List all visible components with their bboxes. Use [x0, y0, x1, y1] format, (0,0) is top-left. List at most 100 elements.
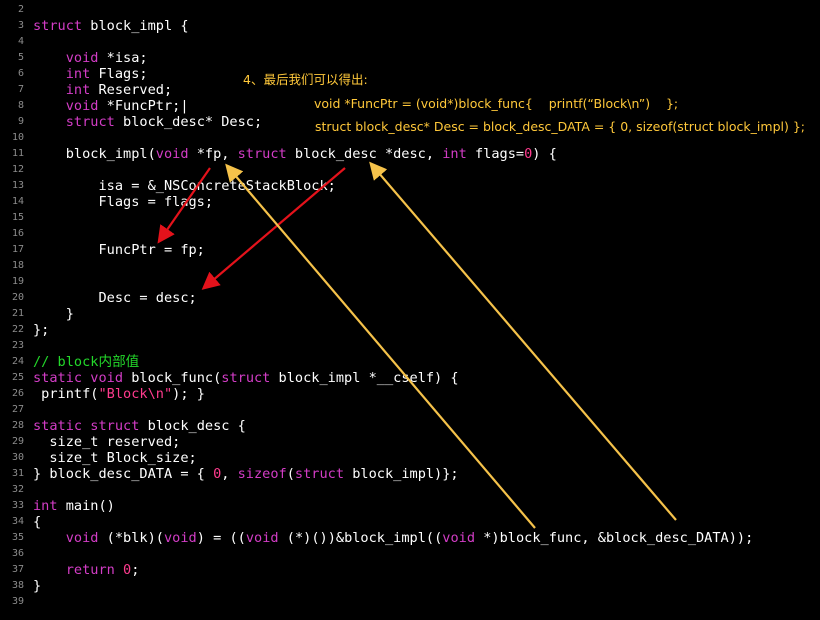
line-number: 7 — [17, 84, 24, 95]
code-token: int — [65, 82, 91, 98]
annotation-line-funcptr: void *FuncPtr = (void*)block_func{ print… — [314, 96, 679, 111]
line-number: 6 — [17, 68, 24, 79]
code-line[interactable]: 16 — [0, 226, 820, 242]
code-line[interactable]: 20 Desc = desc; — [0, 290, 820, 306]
code-token: void — [65, 50, 99, 66]
code-line[interactable]: 29 size_t reserved; — [0, 434, 820, 450]
code-line[interactable]: 34{ — [0, 514, 820, 530]
code-token: ); } — [172, 386, 205, 402]
code-line[interactable]: 9 struct block_desc* Desc; — [0, 114, 820, 130]
code-text: static void block_func(struct block_impl… — [33, 370, 459, 386]
code-line[interactable]: 6 int Flags; — [0, 66, 820, 82]
code-line[interactable]: 35 void (*blk)(void) = ((void (*)())&blo… — [0, 530, 820, 546]
code-line[interactable]: 31} block_desc_DATA = { 0, sizeof(struct… — [0, 466, 820, 482]
code-line[interactable]: 39 — [0, 594, 820, 610]
code-token: Flags = flags; — [33, 194, 214, 210]
code-text: } — [33, 306, 74, 322]
line-number: 21 — [11, 308, 24, 319]
code-token: void — [163, 530, 197, 546]
line-number-gutter — [0, 0, 25, 620]
code-token: struct — [237, 146, 287, 162]
code-text: void (*blk)(void) = ((void (*)())&block_… — [33, 530, 754, 546]
code-token: (*blk)( — [98, 530, 164, 546]
code-token: block_desc *desc, — [286, 146, 443, 162]
code-token: } block_desc_DATA = { — [33, 466, 214, 482]
code-line[interactable]: 23 — [0, 338, 820, 354]
line-number: 17 — [11, 244, 24, 255]
code-token: isa = &_NSConcreteStackBlock; — [33, 178, 336, 194]
code-token: ) = (( — [196, 530, 246, 546]
code-token: static — [33, 370, 83, 386]
code-line[interactable]: 11 block_impl(void *fp, struct block_des… — [0, 146, 820, 162]
code-token: } — [33, 578, 42, 594]
code-line[interactable]: 2 — [0, 2, 820, 18]
code-line[interactable]: 22}; — [0, 322, 820, 338]
code-line[interactable]: 26 printf("Block\n"); } — [0, 386, 820, 402]
code-line[interactable]: 7 int Reserved; — [0, 82, 820, 98]
code-token: block_impl { — [82, 18, 189, 34]
code-token: void — [155, 146, 189, 162]
line-number: 37 — [11, 564, 24, 575]
code-text: static struct block_desc { — [33, 418, 246, 434]
code-text: block_impl(void *fp, struct block_desc *… — [33, 146, 557, 162]
code-line[interactable]: 38} — [0, 578, 820, 594]
code-token: block_impl( — [33, 146, 156, 162]
code-text: printf("Block\n"); } — [33, 386, 205, 402]
code-line[interactable]: 17 FuncPtr = fp; — [0, 242, 820, 258]
code-line[interactable]: 21 } — [0, 306, 820, 322]
code-token: main() — [57, 498, 115, 514]
code-line[interactable]: 27 — [0, 402, 820, 418]
code-line[interactable]: 8 void *FuncPtr;| — [0, 98, 820, 114]
code-token: ) { — [532, 146, 557, 162]
code-line[interactable]: 19 — [0, 274, 820, 290]
code-token — [33, 82, 66, 98]
line-number: 2 — [17, 4, 24, 15]
line-number: 16 — [11, 228, 24, 239]
code-line[interactable]: 24// block内部值 — [0, 354, 820, 370]
code-token: int — [442, 146, 467, 162]
code-token: }; — [33, 322, 50, 338]
line-number: 14 — [11, 196, 24, 207]
line-number: 12 — [11, 164, 24, 175]
code-line[interactable]: 15 — [0, 210, 820, 226]
line-number: 10 — [11, 132, 24, 143]
line-number: 29 — [11, 436, 24, 447]
code-line[interactable]: 18 — [0, 258, 820, 274]
code-line[interactable]: 14 Flags = flags; — [0, 194, 820, 210]
code-line[interactable]: 30 size_t Block_size; — [0, 450, 820, 466]
code-line[interactable]: 12 — [0, 162, 820, 178]
code-token: void — [245, 530, 279, 546]
code-text: return 0; — [33, 562, 140, 578]
code-token: printf( — [33, 386, 99, 402]
code-text: Flags = flags; — [33, 194, 213, 210]
code-token: struct — [221, 370, 271, 386]
code-line[interactable]: 37 return 0; — [0, 562, 820, 578]
code-line[interactable]: 36 — [0, 546, 820, 562]
line-number: 30 — [11, 452, 24, 463]
line-number: 13 — [11, 180, 24, 191]
code-line[interactable]: 4 — [0, 34, 820, 50]
code-text: isa = &_NSConcreteStackBlock; — [33, 178, 336, 194]
code-token: void — [442, 530, 476, 546]
code-text: size_t reserved; — [33, 434, 180, 450]
line-number: 3 — [17, 20, 24, 31]
code-line[interactable]: 13 isa = &_NSConcreteStackBlock; — [0, 178, 820, 194]
code-text: size_t Block_size; — [33, 450, 196, 466]
code-token: *)block_func, &block_desc_DATA)); — [475, 530, 754, 546]
code-text: } block_desc_DATA = { 0, sizeof(struct b… — [33, 466, 459, 482]
code-token: struct — [65, 114, 115, 130]
code-token — [33, 114, 66, 130]
code-line[interactable]: 10 — [0, 130, 820, 146]
code-token: block_impl *__cself) { — [270, 370, 459, 386]
code-line[interactable]: 32 — [0, 482, 820, 498]
code-token — [33, 50, 66, 66]
code-token: 0 — [213, 466, 222, 482]
line-number: 38 — [11, 580, 24, 591]
code-token: Flags; — [90, 66, 148, 82]
code-line[interactable]: 5 void *isa; — [0, 50, 820, 66]
